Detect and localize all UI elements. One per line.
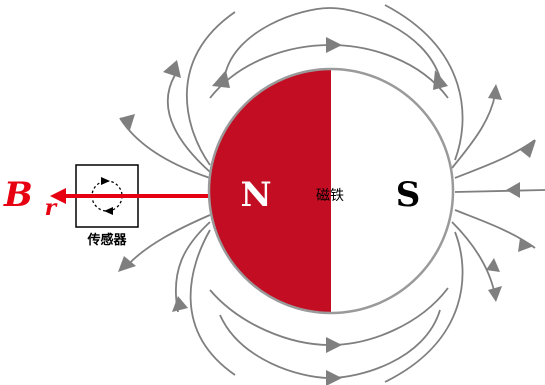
field-arrowhead	[506, 182, 520, 198]
field-line-right-lower-outer	[384, 231, 464, 383]
field-line-left-lower-outer	[189, 229, 236, 376]
field-arrowhead	[172, 296, 188, 312]
field-arrowhead	[163, 60, 181, 78]
br-label: B r	[3, 175, 58, 221]
br-field-vector: B r	[3, 175, 208, 221]
field-arrowhead	[326, 337, 342, 353]
field-arrowhead	[118, 256, 136, 272]
south-pole-half	[331, 69, 453, 313]
field-arrowhead	[520, 140, 536, 158]
south-pole-label: S	[396, 175, 421, 215]
magnet-outline	[207, 67, 455, 315]
field-line-right-upper-inner	[454, 139, 536, 179]
br-arrowhead	[50, 188, 66, 204]
magnet-label: 磁铁	[316, 188, 344, 204]
field-arrowhead	[488, 84, 502, 100]
field-line-right-upper-outer	[384, 4, 464, 161]
field-arrowhead	[326, 37, 342, 53]
br-symbol: B	[3, 175, 33, 215]
magnet: N S 磁铁	[207, 67, 455, 315]
north-pole-label: N	[240, 175, 271, 215]
field-line-left-upper-inner	[119, 117, 211, 179]
rotation-arrow-bottom-icon	[104, 207, 113, 215]
field-arrowhead	[433, 70, 448, 90]
north-pole-half	[209, 69, 331, 313]
field-line-right-upper-mid	[451, 94, 496, 169]
field-line-left-lower-mid	[174, 221, 211, 313]
field-line-right-center	[454, 189, 545, 193]
field-arrowhead	[488, 286, 502, 302]
field-line-left-lower-inner	[124, 214, 211, 269]
field-arrowhead	[326, 370, 342, 385]
field-line-left-upper-outer	[186, 11, 236, 166]
magnetic-field-lines	[119, 4, 545, 383]
sensor-label: 传感器	[86, 232, 127, 248]
field-arrowhead	[518, 238, 534, 252]
field-arrowhead	[120, 114, 135, 130]
rotation-arrow-top-icon	[101, 177, 110, 185]
field-line-outer-top	[224, 7, 441, 79]
sensor: 传感器	[75, 164, 139, 248]
field-line-left-upper-mid	[166, 74, 211, 173]
field-arrowhead	[212, 70, 230, 88]
field-line-right-lower-mid	[451, 221, 496, 296]
br-subscript: r	[45, 195, 58, 221]
field-arrowhead	[486, 258, 500, 272]
field-arrowheads	[118, 37, 536, 385]
